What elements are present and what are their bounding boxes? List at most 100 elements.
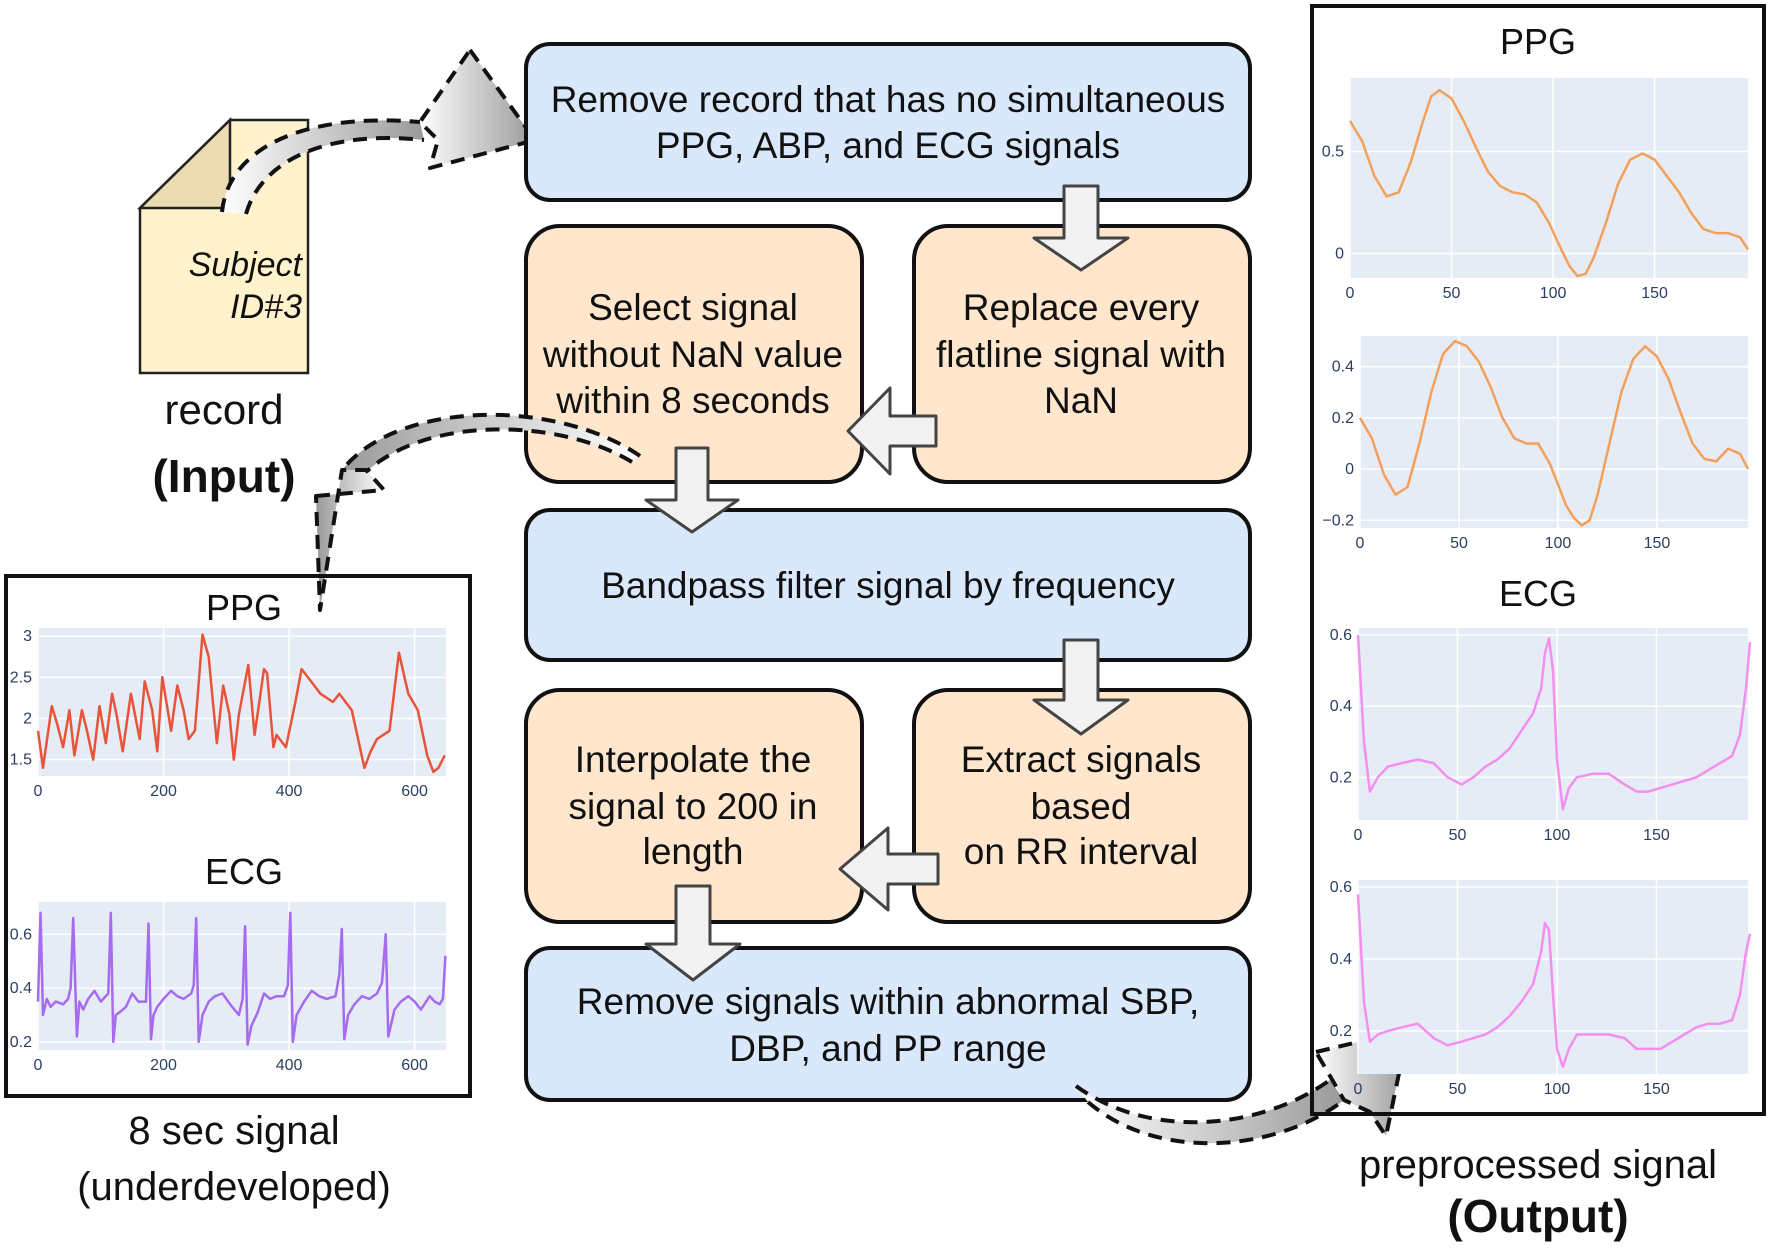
x-tick-label: 150: [1644, 535, 1671, 552]
arrow-down-step3-step4: [644, 446, 740, 534]
arrow-down-step6-step7: [644, 884, 742, 982]
signal-line: [1356, 635, 1752, 811]
x-tick-label: 100: [1544, 1081, 1571, 1098]
plot-area: [1358, 628, 1748, 820]
step6-text-line3: length: [643, 831, 744, 872]
step1-box: Remove record that has no simultaneous P…: [524, 42, 1252, 202]
plot-area: [38, 902, 446, 1050]
y-tick-label: 3: [23, 628, 32, 645]
y-tick-label: −0.2: [1322, 512, 1354, 529]
output-ecg-title: ECG: [1499, 573, 1577, 614]
output-ppg-title: PPG: [1500, 21, 1576, 62]
x-tick-label: 600: [401, 783, 428, 800]
y-tick-label: 0.2: [1330, 1023, 1352, 1040]
input-caption-line2: (underdeveloped): [77, 1165, 391, 1209]
step6-text-line1: Interpolate the: [575, 739, 812, 780]
input-label: (Input): [152, 450, 295, 502]
step4-box: Bandpass filter signal by frequency: [524, 508, 1252, 662]
x-tick-label: 150: [1643, 1081, 1670, 1098]
step3-box: Select signal without NaN value within 8…: [524, 224, 864, 484]
signal-line: [1358, 339, 1750, 527]
output-signal-panel: [1310, 4, 1766, 1116]
y-tick-label: 0: [1335, 246, 1344, 263]
x-tick-label: 0: [34, 1057, 43, 1074]
record-label: record: [164, 386, 283, 433]
input-ppg-title: PPG: [206, 587, 282, 628]
step3-text-line1: Select signal: [588, 287, 798, 328]
y-tick-label: 0.2: [1330, 769, 1352, 786]
step5-box: Extract signals based on RR interval: [912, 688, 1252, 924]
signal-line: [1348, 88, 1750, 278]
x-tick-label: 50: [1443, 285, 1461, 302]
step2-text-line2: flatline signal with: [936, 334, 1226, 375]
step2-text-line3: NaN: [1044, 380, 1118, 421]
step7-text-line1: Remove signals within abnormal SBP,: [577, 981, 1199, 1022]
x-tick-label: 150: [1643, 827, 1670, 844]
signal-line: [1356, 894, 1752, 1069]
step3-text-line3: within 8 seconds: [555, 380, 830, 421]
x-tick-label: 50: [1450, 535, 1468, 552]
document-fold: [136, 117, 232, 210]
x-tick-label: 0: [1356, 535, 1365, 552]
y-tick-label: 0.2: [1332, 410, 1354, 427]
y-tick-label: 2.5: [10, 669, 32, 686]
y-tick-label: 0.2: [10, 1034, 32, 1051]
x-tick-label: 600: [401, 1057, 428, 1074]
x-tick-label: 0: [1354, 827, 1363, 844]
y-tick-label: 0.6: [1330, 879, 1352, 896]
y-tick-label: 0.4: [1330, 698, 1352, 715]
x-tick-label: 400: [276, 783, 303, 800]
step6-box: Interpolate the signal to 200 in length: [524, 688, 864, 924]
x-tick-label: 400: [276, 1057, 303, 1074]
record-document: Subject ID#3: [136, 117, 310, 375]
output-caption-line2: (Output): [1447, 1190, 1628, 1242]
y-tick-label: 2: [23, 710, 32, 727]
step5-text-line2: based: [1031, 786, 1132, 827]
y-tick-label: 0.4: [1330, 951, 1352, 968]
step6-text-line2: signal to 200 in: [569, 786, 818, 827]
y-tick-label: 0: [1345, 461, 1354, 478]
x-tick-label: 0: [1346, 285, 1355, 302]
doc-label-subject: Subject: [189, 246, 304, 284]
signal-curved-arrow: [314, 412, 642, 612]
arrow-down-step4-step5: [1032, 638, 1130, 736]
signal-line: [36, 633, 446, 774]
signal-line: [36, 911, 447, 1046]
y-tick-label: 1.5: [10, 752, 32, 769]
arrow-left-step2-step3: [846, 386, 938, 476]
output-ppg-chart-1: 0 50 100 150 0 0.5: [1322, 78, 1750, 302]
step1-text-line1: Remove record that has no simultaneous: [551, 79, 1226, 120]
plot-area: [1360, 336, 1748, 528]
output-caption-line1: preprocessed signal: [1359, 1143, 1717, 1187]
x-tick-label: 50: [1449, 827, 1467, 844]
step2-box: Replace every flatline signal with NaN: [912, 224, 1252, 484]
x-tick-label: 150: [1641, 285, 1668, 302]
x-tick-label: 100: [1540, 285, 1567, 302]
y-tick-label: 0.5: [1322, 143, 1344, 160]
x-tick-label: 50: [1449, 1081, 1467, 1098]
input-signal-panel: [4, 574, 472, 1098]
input-caption-line1: 8 sec signal: [128, 1109, 339, 1153]
step5-text-line3: on RR interval: [964, 831, 1198, 872]
x-tick-label: 100: [1545, 535, 1572, 552]
y-tick-label: 0.4: [1332, 359, 1354, 376]
x-tick-label: 200: [150, 783, 177, 800]
x-tick-label: 200: [150, 1057, 177, 1074]
input-ecg-title: ECG: [205, 851, 283, 892]
step2-text-line1: Replace every: [963, 287, 1200, 328]
plot-area: [1350, 78, 1748, 278]
step5-text-line1: Extract signals: [961, 739, 1202, 780]
flow-arrows: [644, 184, 1130, 982]
step7-text-line2: DBP, and PP range: [729, 1028, 1046, 1069]
step7-box: Remove signals within abnormal SBP, DBP,…: [524, 946, 1252, 1102]
doc-label-id: ID#3: [230, 288, 302, 326]
step3-text-line2: without NaN value: [542, 334, 843, 375]
step1-text-line2: PPG, ABP, and ECG signals: [656, 125, 1120, 166]
y-tick-label: 0.4: [10, 980, 32, 997]
